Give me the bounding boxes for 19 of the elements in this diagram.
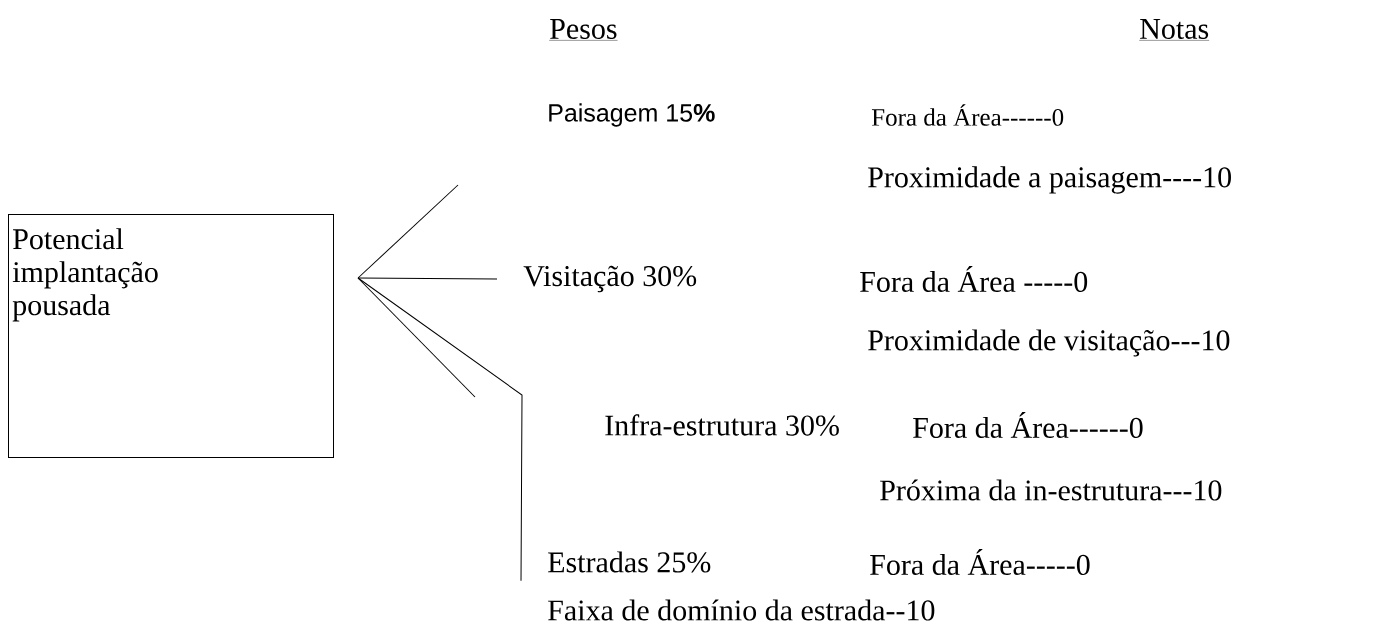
score-text: Proximidade a paisagem----10 [868,166,1231,194]
weight-text: Visitação 30% [523,265,697,293]
score-text: Fora da Área------0 [913,412,1143,439]
connector-line [357,277,498,280]
weight-text: Estradas 25% [548,551,711,573]
score-text: Próxima da in-estrutura---10 [880,479,1222,501]
score-text: Fora da Área -----0 [860,266,1088,293]
text-box [8,214,334,458]
column-heading: Pesos [549,19,618,41]
connector-line [357,277,523,582]
score-text: Faixa de domínio da estrada--10 [548,599,935,621]
score-text: Fora da Área-----0 [870,549,1090,576]
weight-text: Infra-estrutura 30% [605,414,839,436]
connector-line [357,184,459,279]
weight-text: Paisagem 15% [549,103,715,127]
box-text: Potencial implantação pousada [12,228,158,322]
score-text: Proximidade de visitação---10 [868,329,1230,357]
column-heading: Notas [1139,19,1210,41]
score-text: Fora da Área------0 [871,104,1064,126]
